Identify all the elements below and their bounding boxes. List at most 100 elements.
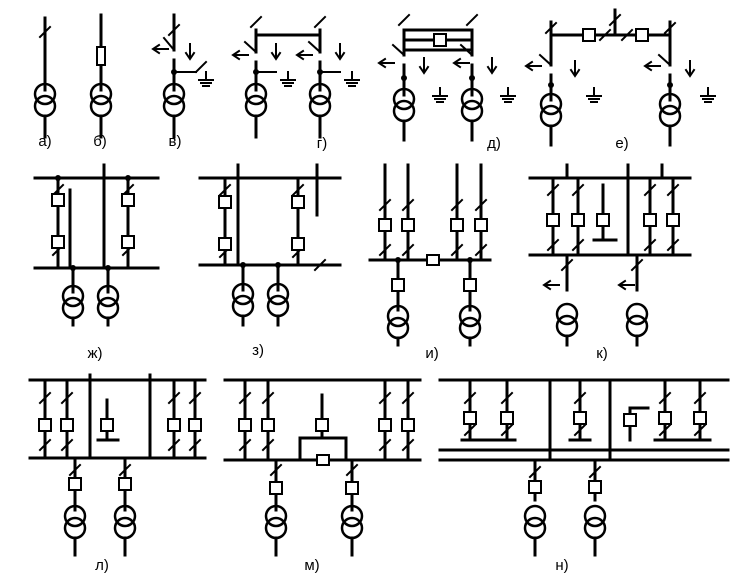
scheme-i (368, 163, 492, 347)
transformer-winding-icon (539, 92, 563, 116)
disconnector-mark (38, 391, 52, 405)
junction-dot (55, 175, 61, 181)
transformer-winding-icon (61, 284, 85, 308)
junction-dot (105, 265, 111, 271)
scheme-d (377, 13, 516, 142)
disconnector-mark (291, 183, 305, 197)
breaker-symbol (401, 418, 415, 432)
breaker-symbol (666, 213, 680, 227)
arrow-down-icon (684, 68, 696, 78)
disconnector-mark (658, 423, 672, 437)
disconnector-mark (630, 258, 644, 272)
breaker-symbol (433, 33, 447, 47)
breaker-symbol (463, 278, 477, 292)
transformer-winding-icon (658, 104, 682, 128)
switch-blade (162, 36, 176, 52)
disconnector-mark (167, 23, 181, 37)
transformer-winding-icon (96, 284, 120, 308)
disconnector-mark (188, 391, 202, 405)
transformer-winding-icon (386, 304, 410, 328)
arrow-left-icon (295, 49, 305, 61)
breaker-symbol (426, 254, 440, 266)
junction-dot (253, 69, 259, 75)
arrow-left-icon (231, 49, 241, 61)
transformer-winding-icon (162, 94, 186, 118)
disconnector-mark (68, 463, 82, 477)
disconnector-mark (643, 183, 657, 197)
disconnector-mark (463, 391, 477, 405)
junction-dot (467, 257, 473, 263)
transformer-winding-icon (625, 302, 649, 326)
breaker-symbol (51, 193, 65, 207)
scheme-e (524, 8, 716, 147)
transformer-winding-icon (113, 516, 137, 540)
disconnector-mark (397, 13, 411, 27)
transformer-winding-icon (523, 504, 547, 528)
disconnector-mark (573, 423, 587, 437)
arrow-left-icon (524, 60, 534, 72)
breaker-symbol (378, 218, 392, 232)
transformer-winding-icon (33, 94, 57, 118)
disconnector-mark (378, 243, 392, 257)
breaker-symbol (500, 411, 514, 425)
transformer-winding-icon (523, 516, 547, 540)
disconnector-mark (500, 391, 514, 405)
disconnector-mark (663, 21, 677, 35)
label-m: м) (304, 557, 319, 574)
transformer-winding-icon (555, 314, 579, 338)
junction-dot (548, 82, 554, 88)
transformer-winding-icon (63, 504, 87, 528)
breaker-symbol (378, 418, 392, 432)
disconnector-mark (588, 465, 602, 479)
transformer-winding-icon (392, 99, 416, 123)
transformer-winding-icon (266, 294, 290, 318)
switch-blade (194, 60, 208, 74)
junction-dot (171, 69, 177, 75)
disconnector-mark (60, 391, 74, 405)
arrow-left-icon (643, 60, 653, 72)
breaker-symbol (693, 411, 707, 425)
disconnector-mark (571, 238, 585, 252)
disconnector-mark (560, 258, 574, 272)
arrow-down-icon (334, 51, 346, 61)
breaker-symbol (316, 454, 330, 466)
scheme-m (223, 378, 422, 557)
transformer-winding-icon (308, 82, 332, 106)
transformer-winding-icon (244, 94, 268, 118)
transformer-winding-icon (458, 316, 482, 340)
transformer-winding-icon (392, 87, 416, 111)
breaker-symbol (218, 195, 232, 209)
disconnector-mark (167, 391, 181, 405)
label-b: б) (93, 133, 107, 150)
transformer-winding-icon (539, 104, 563, 128)
transformer-winding-icon (308, 94, 332, 118)
transformer-winding-icon (266, 282, 290, 306)
disconnector-mark (571, 183, 585, 197)
disconnector-mark (401, 391, 415, 405)
scheme-l (28, 373, 207, 557)
disconnector-mark (528, 465, 542, 479)
label-d: д) (487, 135, 501, 152)
transformer-winding-icon (340, 516, 364, 540)
disconnector-mark (167, 438, 181, 452)
switch-blade (307, 40, 322, 54)
switch-blade (459, 43, 474, 57)
disconnector-mark (249, 15, 263, 29)
scheme-a (33, 16, 57, 139)
disconnector-mark (38, 438, 52, 452)
breaker-symbol (643, 213, 657, 227)
breaker-symbol (291, 195, 305, 209)
disconnector-mark (474, 243, 488, 257)
disconnector-mark (60, 438, 74, 452)
breaker-symbol (463, 411, 477, 425)
disconnector-mark (544, 21, 558, 35)
scheme-v (151, 13, 214, 139)
transformer-winding-icon (89, 94, 113, 118)
breaker-symbol (345, 481, 359, 495)
arrow-left-icon (617, 279, 627, 291)
breaker-symbol (623, 413, 637, 427)
label-a: а) (38, 133, 51, 150)
breaker-symbol (238, 418, 252, 432)
scheme-b (89, 13, 113, 139)
